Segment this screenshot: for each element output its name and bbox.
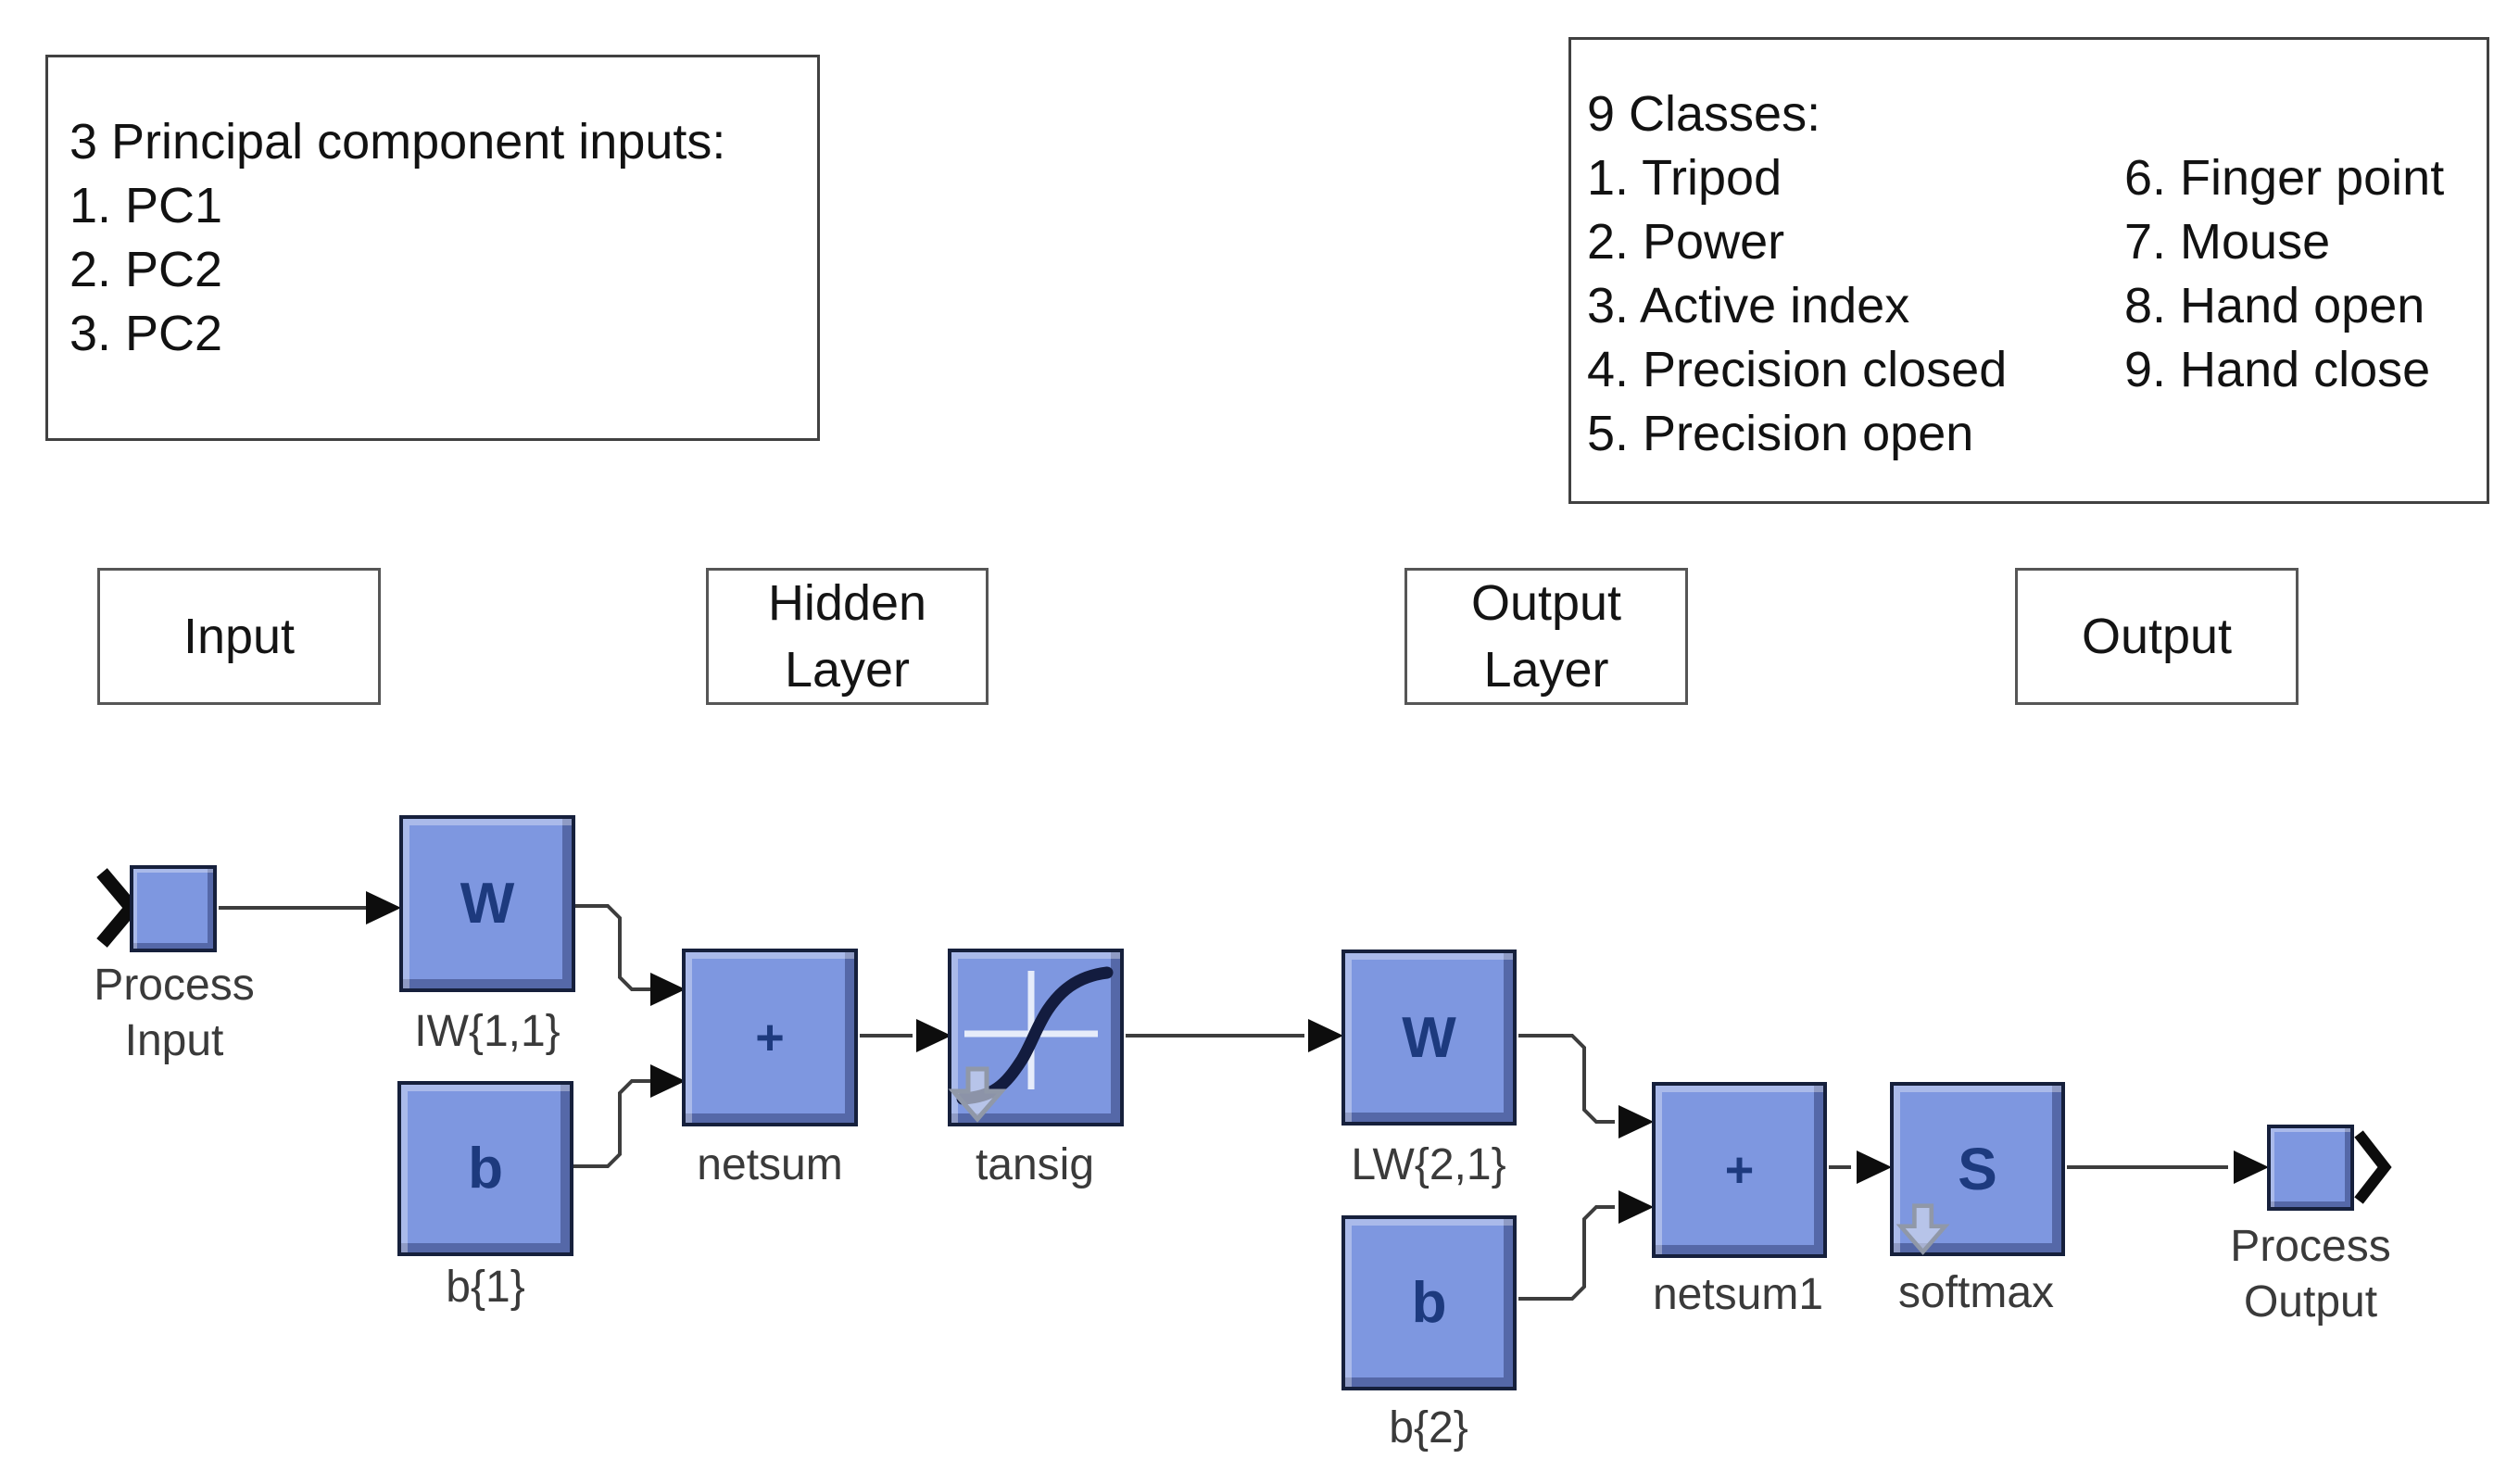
layer-label-hidden-line2: Layer <box>784 642 911 698</box>
inputs-box-item: 1. PC1 <box>69 178 223 233</box>
block-caption-bias1: b{1} <box>446 1263 525 1312</box>
block-caption-process-input: Process Input <box>94 958 254 1069</box>
layer-label-input-text: Input <box>183 609 296 664</box>
arrowhead-icon <box>2234 1151 2269 1184</box>
block-input-weight-letter: W <box>460 872 515 936</box>
block-layer-weight[interactable]: W <box>1341 950 1517 1126</box>
classes-box-item: 3. Active index <box>1587 278 1910 333</box>
block-caption-input-weight: IW{1,1} <box>414 1007 560 1056</box>
block-caption-tansig: tansig <box>975 1140 1095 1189</box>
block-softmax-letter: S <box>1958 1136 1997 1202</box>
layer-label-output-layer-line2: Layer <box>1483 642 1609 698</box>
block-process-input[interactable] <box>130 865 217 952</box>
classes-box-item: 8. Hand open <box>2124 278 2425 333</box>
inputs-box-item: 3. PC2 <box>69 306 223 361</box>
classes-box-title: 9 Classes: <box>1587 86 1821 142</box>
layer-label-output-text: Output <box>2081 609 2233 664</box>
wire-b1-to-netsum <box>573 1079 650 1168</box>
layer-label-hidden-line1: Hidden <box>767 575 927 631</box>
block-netsum-letter: + <box>755 1010 785 1065</box>
block-netsum[interactable]: + <box>682 949 858 1126</box>
inputs-box-item: 2. PC2 <box>69 242 223 297</box>
wire-b2-to-netsum1 <box>1518 1205 1615 1301</box>
classes-box-item: 4. Precision closed <box>1587 342 2008 397</box>
classes-box-item: 2. Power <box>1587 214 1785 270</box>
arrowhead-icon <box>1618 1105 1654 1138</box>
arrowhead-icon <box>1857 1151 1892 1184</box>
block-caption-layer-weight: LW{2,1} <box>1351 1140 1506 1189</box>
annotation-classes-box[interactable]: 9 Classes: 1. Tripod 2. Power 3. Active … <box>1568 37 2489 504</box>
layer-label-output[interactable]: Output <box>2015 568 2299 705</box>
block-bias2-letter: b <box>1411 1271 1447 1335</box>
block-bias1-letter: b <box>468 1137 503 1201</box>
caption-line: Process <box>2230 1222 2391 1271</box>
layer-label-hidden-layer[interactable]: Hidden Layer <box>706 568 989 705</box>
block-caption-process-output: Process Output <box>2230 1219 2390 1330</box>
block-netsum1[interactable]: + <box>1652 1082 1827 1258</box>
arrowhead-icon <box>916 1019 951 1052</box>
arrowhead-icon <box>650 973 686 1006</box>
block-bias1[interactable]: b <box>397 1081 573 1256</box>
classes-box-item: 7. Mouse <box>2124 214 2331 270</box>
classes-box-item: 1. Tripod <box>1587 150 1782 206</box>
block-caption-bias2: b{2} <box>1389 1403 1468 1453</box>
block-layer-weight-letter: W <box>1402 1005 1456 1070</box>
layer-label-output-layer[interactable]: Output Layer <box>1404 568 1688 705</box>
classes-box-item: 5. Precision open <box>1587 406 1974 461</box>
block-bias2[interactable]: b <box>1341 1215 1517 1390</box>
block-process-output[interactable] <box>2267 1125 2354 1211</box>
arrowhead-icon <box>366 891 401 924</box>
classes-box-item: 9. Hand close <box>2124 342 2431 397</box>
inputs-box-title: 3 Principal component inputs: <box>69 114 726 170</box>
arrowhead-icon <box>650 1064 686 1098</box>
annotation-inputs-box[interactable]: 3 Principal component inputs: 1. PC1 2. … <box>45 55 820 441</box>
caption-line: Input <box>124 1016 224 1065</box>
caption-line: Process <box>94 961 255 1010</box>
wire-lw-to-netsum1 <box>1518 1034 1615 1124</box>
block-caption-netsum: netsum <box>697 1140 843 1189</box>
block-caption-softmax: softmax <box>1897 1268 2055 1317</box>
block-tansig[interactable] <box>948 949 1124 1126</box>
arrowhead-icon <box>1308 1019 1343 1052</box>
caption-line: Output <box>2243 1277 2378 1327</box>
wire-iw-to-netsum <box>575 904 650 991</box>
arrowhead-icon <box>1618 1190 1654 1224</box>
layer-label-input[interactable]: Input <box>97 568 381 705</box>
block-softmax[interactable]: S <box>1890 1082 2065 1256</box>
classes-box-item: 6. Finger point <box>2124 150 2445 206</box>
block-netsum1-letter: + <box>1724 1142 1755 1198</box>
input-port-chevron-icon <box>96 868 141 948</box>
block-caption-netsum1: netsum1 <box>1652 1270 1824 1319</box>
tansig-curve-icon <box>956 966 1114 1105</box>
output-port-chevron-icon <box>2354 1130 2392 1204</box>
layer-label-output-layer-line1: Output <box>1470 575 1622 631</box>
block-input-weight[interactable]: W <box>399 815 575 992</box>
